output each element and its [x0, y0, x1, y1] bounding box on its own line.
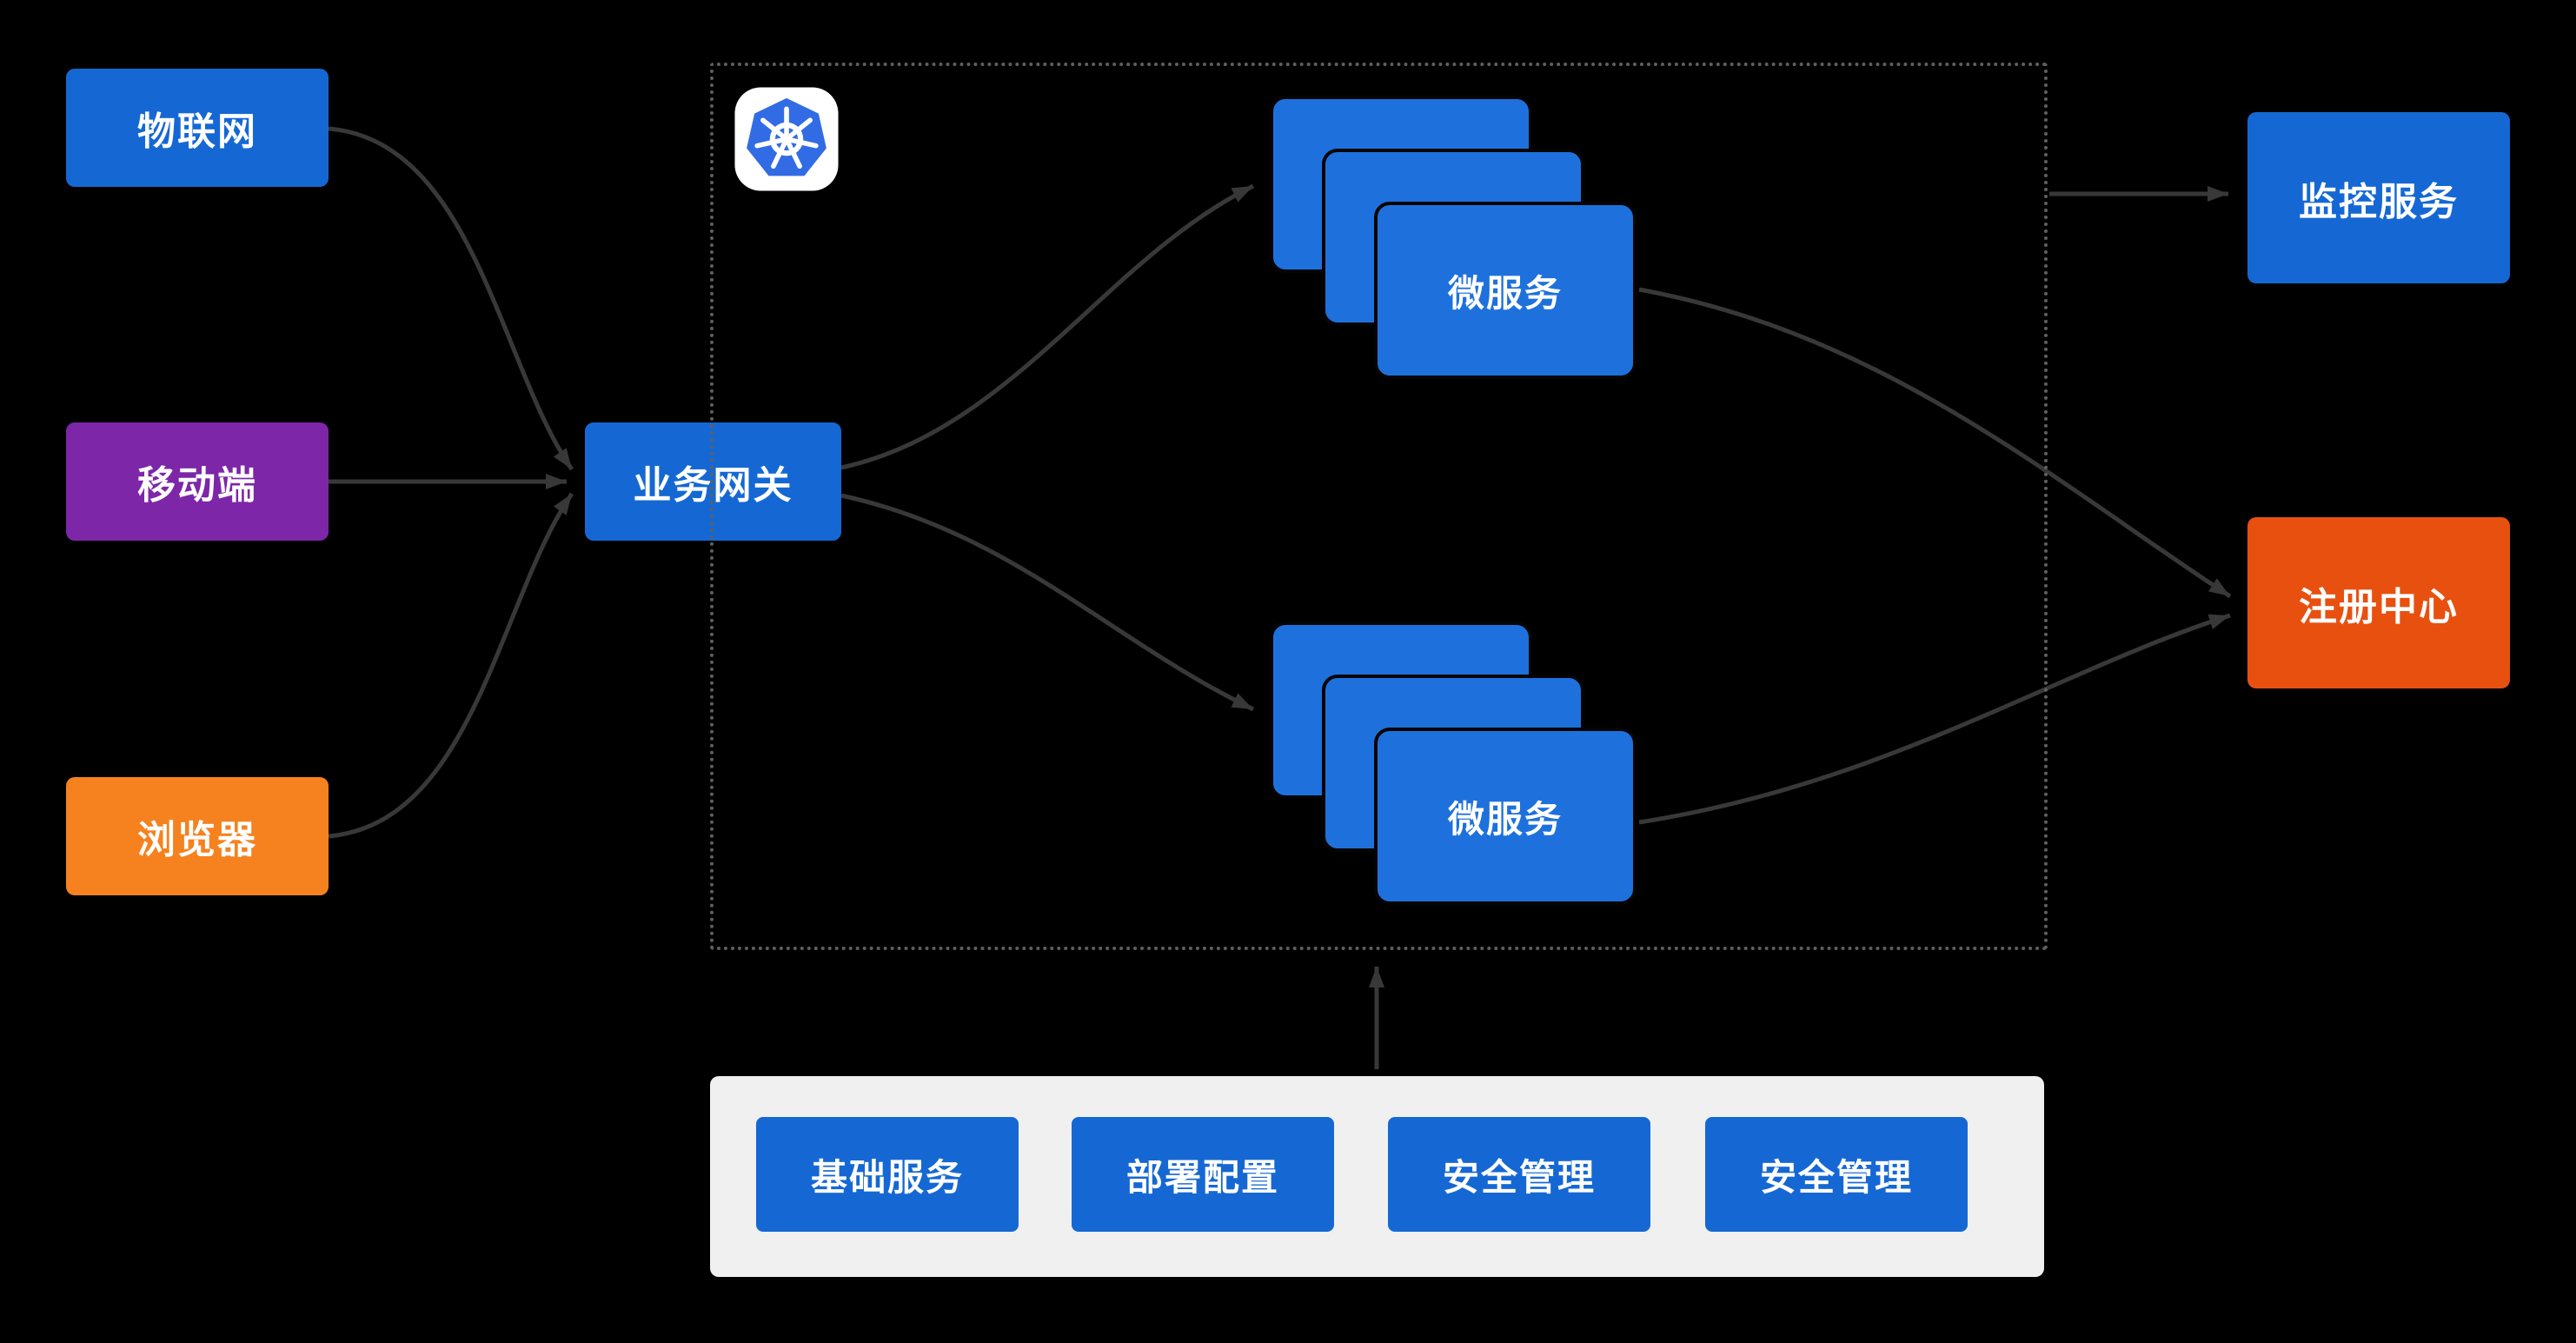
arrow-iot-to-gateway [328, 126, 574, 471]
kubernetes-icon [734, 87, 839, 191]
panel-item-label: 安全管理 [1442, 1156, 1596, 1198]
node-registry-label: 注册中心 [2299, 585, 2459, 628]
node-browser: 浏览器 [66, 777, 329, 895]
panel-item-deploy-config: 部署配置 [1072, 1117, 1334, 1232]
node-monitoring-label: 监控服务 [2299, 180, 2459, 223]
microservice-top-label: 微服务 [1447, 272, 1563, 314]
node-mobile-label: 移动端 [137, 464, 257, 507]
microservice-card-front: 微服务 [1374, 728, 1637, 905]
k8s-cluster-boundary: 微服务 微服务 [710, 63, 2048, 950]
node-iot-label: 物联网 [137, 110, 257, 153]
node-monitoring: 监控服务 [2247, 112, 2510, 283]
microservice-stack-bottom: 微服务 [1270, 622, 1640, 908]
arrow-browser-to-gateway [328, 492, 574, 839]
panel-item-label: 安全管理 [1759, 1156, 1913, 1198]
platform-panel: 基础服务 部署配置 安全管理 安全管理 [710, 1076, 2044, 1277]
microservice-bottom-label: 微服务 [1447, 798, 1563, 840]
panel-item-basic-services: 基础服务 [756, 1117, 1019, 1232]
panel-item-security-management-1: 安全管理 [1388, 1117, 1650, 1232]
microservice-card-front: 微服务 [1374, 202, 1637, 379]
node-iot: 物联网 [66, 69, 329, 187]
node-registry: 注册中心 [2247, 517, 2510, 688]
panel-item-label: 基础服务 [810, 1156, 964, 1198]
node-browser-label: 浏览器 [137, 819, 257, 861]
node-mobile: 移动端 [66, 422, 329, 541]
panel-item-label: 部署配置 [1125, 1156, 1279, 1198]
microservice-stack-top: 微服务 [1270, 96, 1640, 382]
panel-item-security-management-2: 安全管理 [1705, 1117, 1968, 1232]
